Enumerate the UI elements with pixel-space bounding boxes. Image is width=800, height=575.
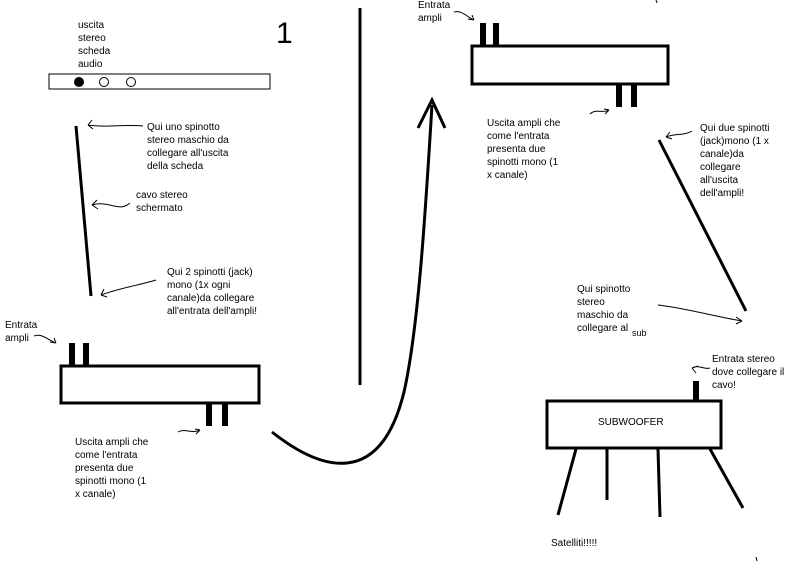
subwoofer-label: SUBWOOFER bbox=[598, 417, 664, 428]
satellites-label: Satelliti!!!!! bbox=[551, 538, 597, 549]
note-line: Uscita ampli che bbox=[75, 437, 149, 448]
note-line: collegare bbox=[700, 162, 741, 173]
pointer-arrow bbox=[100, 279, 157, 298]
note-line: cavo stereo bbox=[136, 190, 188, 201]
pointer-arrow bbox=[691, 365, 711, 374]
note-line: spinotti mono (1 bbox=[487, 157, 559, 168]
note-line: collegare all'uscita bbox=[147, 148, 229, 159]
note-line: Qui uno spinotto bbox=[147, 122, 220, 133]
note-line: Uscita ampli che bbox=[487, 118, 561, 129]
note-line: x canale) bbox=[487, 170, 528, 181]
sound-card-label-line: uscita bbox=[78, 20, 105, 31]
satellite-cable bbox=[656, 448, 662, 518]
note-shielded-cable: cavo stereo schermato bbox=[91, 190, 188, 214]
subwoofer: Entrata stereo dove collegare il cavo! S… bbox=[545, 354, 784, 549]
sound-card-label-line: audio bbox=[78, 59, 103, 70]
pointer-arrow bbox=[91, 199, 131, 210]
stray-mark bbox=[755, 556, 758, 562]
note-line: canale)da bbox=[700, 149, 744, 160]
amp2-output-jack bbox=[616, 84, 622, 107]
note-line: x canale) bbox=[75, 489, 116, 500]
amp1-input-jack bbox=[83, 343, 89, 366]
amp2-input-jack bbox=[493, 23, 499, 46]
amp2-body bbox=[470, 44, 670, 86]
pointer-arrow bbox=[33, 334, 57, 344]
sound-card-label-line: scheda bbox=[78, 46, 111, 57]
pointer-arrow bbox=[657, 304, 743, 325]
amplifier-1: Entrata ampli Uscita ampli che come l'en… bbox=[5, 320, 261, 500]
note-line: (jack)mono (1 x bbox=[700, 136, 769, 147]
stray-mark bbox=[655, 0, 658, 4]
pointer-arrow bbox=[589, 108, 610, 115]
flow-arrow-path bbox=[271, 104, 434, 465]
flow-arrow-head bbox=[416, 96, 447, 129]
note-line: presenta due bbox=[75, 463, 134, 474]
satellite-cable bbox=[556, 448, 578, 516]
pointer-arrow bbox=[177, 428, 201, 435]
amplifier-2: Entrata ampli Uscita ampli che come l'en… bbox=[418, 0, 670, 181]
note-line: come l'entrata bbox=[487, 131, 550, 142]
note-line: Entrata stereo bbox=[712, 354, 775, 365]
sound-card: uscita stereo scheda audio bbox=[48, 20, 271, 90]
amp2-input-jack bbox=[480, 23, 486, 46]
note-line: all'uscita bbox=[700, 175, 738, 186]
note-line: dell'ampli! bbox=[700, 188, 744, 199]
stereo-cable bbox=[74, 125, 93, 297]
note-stereo-plug: Qui uno spinotto stereo maschio da colle… bbox=[87, 119, 229, 172]
note-line: mono (1x ogni bbox=[167, 280, 230, 291]
sound-card-jack bbox=[99, 77, 109, 87]
note-line: presenta due bbox=[487, 144, 546, 155]
note-two-mono-jacks: Qui 2 spinotti (jack) mono (1x ogni cana… bbox=[100, 267, 257, 317]
note-line: schermato bbox=[136, 203, 183, 214]
subwoofer-body bbox=[545, 399, 723, 450]
note-line: Qui 2 spinotti (jack) bbox=[167, 267, 253, 278]
flow-arrow bbox=[271, 96, 447, 465]
page-number: 1 bbox=[276, 17, 293, 50]
amp2-output-jack bbox=[631, 84, 637, 107]
sub-input-jack bbox=[693, 381, 699, 401]
amp2-input-label: ampli bbox=[418, 13, 442, 24]
note-line: sub bbox=[632, 328, 647, 338]
note-line: dove collegare il bbox=[712, 367, 784, 378]
pointer-arrow bbox=[87, 119, 144, 130]
mono-cable bbox=[657, 139, 748, 312]
note-line: stereo bbox=[577, 297, 605, 308]
sound-card-jack bbox=[126, 77, 136, 87]
amp1-output-jack bbox=[222, 403, 228, 426]
satellite-cable bbox=[708, 448, 745, 509]
note-line: Qui spinotto bbox=[577, 284, 631, 295]
note-line: canale)da collegare bbox=[167, 293, 255, 304]
note-line: spinotti mono (1 bbox=[75, 476, 147, 487]
sound-card-label-line: stereo bbox=[78, 33, 106, 44]
amp1-input-jack bbox=[69, 343, 75, 366]
amp1-input-label: Entrata bbox=[5, 320, 38, 331]
amp1-body bbox=[59, 364, 261, 405]
note-line: collegare al bbox=[577, 323, 628, 334]
note-line: maschio da bbox=[577, 310, 629, 321]
sound-card-jack-filled bbox=[74, 77, 84, 87]
amp1-output-jack bbox=[206, 403, 212, 426]
note-line: Qui due spinotti bbox=[700, 123, 770, 134]
note-line: all'entrata dell'ampli! bbox=[167, 306, 257, 317]
amp1-input-label: ampli bbox=[5, 333, 29, 344]
note-line: come l'entrata bbox=[75, 450, 138, 461]
amp2-input-label: Entrata bbox=[418, 0, 451, 11]
note-sub-stereo-plug: Qui spinotto stereo maschio da collegare… bbox=[577, 284, 743, 338]
note-line: cavo! bbox=[712, 380, 736, 391]
note-two-mono-jacks-out: Qui due spinotti (jack)mono (1 x canale)… bbox=[665, 123, 770, 199]
pointer-arrow bbox=[665, 130, 693, 140]
note-line: della scheda bbox=[147, 161, 204, 172]
pointer-arrow bbox=[453, 11, 475, 21]
note-line: stereo maschio da bbox=[147, 135, 229, 146]
